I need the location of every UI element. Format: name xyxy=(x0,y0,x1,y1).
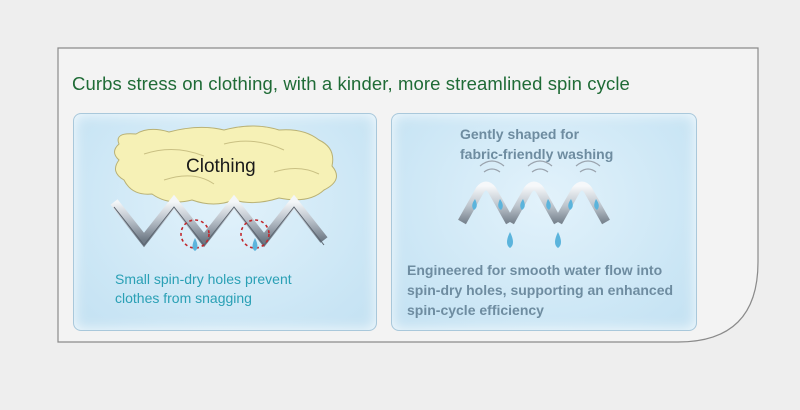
right-subtitle: Gently shaped for fabric-friendly washin… xyxy=(460,124,660,164)
peak-3 xyxy=(554,160,610,225)
right-panel: Gently shaped for fabric-friendly washin… xyxy=(391,113,697,331)
left-caption-line-2: clothes from snagging xyxy=(115,290,252,306)
right-subtitle-line-1: Gently shaped for xyxy=(460,126,580,142)
peak-2 xyxy=(506,160,562,225)
snag-illustration xyxy=(110,125,337,251)
left-panel: Clothing Small spin-dry holes prevent cl… xyxy=(73,113,377,331)
left-caption: Small spin-dry holes prevent clothes fro… xyxy=(115,270,365,308)
clothing-shape xyxy=(114,125,337,205)
water-drop-2 xyxy=(252,238,258,251)
water-drop-a xyxy=(507,232,513,248)
hole-marker-2 xyxy=(240,219,270,249)
peak-1 xyxy=(458,160,514,225)
water-drop-1 xyxy=(192,238,198,251)
hole-marker-1 xyxy=(180,219,210,249)
drum-surface xyxy=(110,194,328,248)
left-caption-line-1: Small spin-dry holes prevent xyxy=(115,271,292,287)
right-caption-line-1: Engineered for smooth water flow into xyxy=(407,262,663,278)
headline: Curbs stress on clothing, with a kinder,… xyxy=(72,73,630,94)
right-caption-line-2: spin-dry holes, supporting an enhanced xyxy=(407,282,674,298)
clothing-label: Clothing xyxy=(186,156,256,177)
right-caption-line-3: spin-cycle efficiency xyxy=(407,302,544,318)
right-caption: Engineered for smooth water flow into sp… xyxy=(407,260,692,320)
water-drop-b xyxy=(555,232,561,248)
right-subtitle-line-2: fabric-friendly washing xyxy=(460,146,614,162)
flow-illustration xyxy=(458,160,610,248)
